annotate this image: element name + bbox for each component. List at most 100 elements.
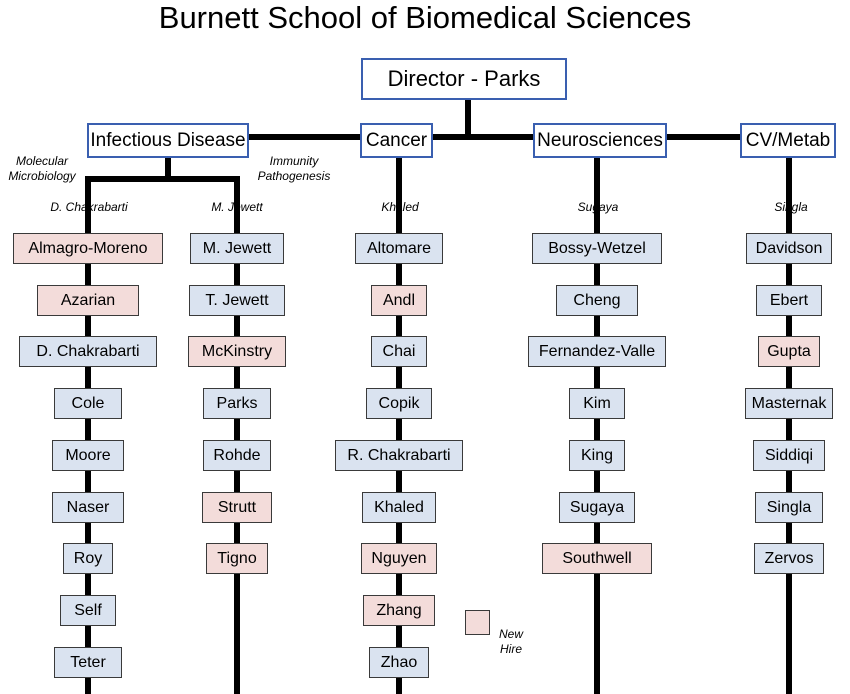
cancer-trunk	[396, 158, 402, 694]
member-name: Cole	[71, 394, 105, 412]
member-name: Masternak	[751, 394, 827, 412]
member-box-molecular: Almagro-Moreno	[13, 233, 163, 264]
member-box-cvmetab: Siddiqi	[753, 440, 825, 471]
member-name: M. Jewett	[202, 239, 272, 257]
page-title: Burnett School of Biomedical Sciences	[158, 0, 692, 35]
member-box-cancer: Andl	[371, 285, 427, 316]
member-box-neuro: Sugaya	[559, 492, 635, 523]
member-name: McKinstry	[201, 342, 273, 360]
member-name: Khaled	[374, 498, 424, 516]
member-name: Moore	[65, 446, 111, 464]
member-box-neuro: Cheng	[556, 285, 638, 316]
member-box-neuro: Fernandez-Valle	[528, 336, 666, 367]
director-box: Director - Parks	[361, 58, 567, 100]
member-name: Cheng	[573, 291, 621, 309]
member-name: T. Jewett	[205, 291, 269, 309]
member-box-immunity: Rohde	[203, 440, 271, 471]
cvmetab-trunk	[786, 158, 792, 694]
subdivision-label: Molecular Microbiology	[8, 154, 76, 183]
dept-infectious-disease: Infectious Disease	[87, 123, 249, 158]
head-cancer: Khaled	[381, 200, 419, 214]
member-name: Naser	[66, 498, 110, 516]
member-box-molecular: Roy	[63, 543, 113, 574]
member-box-immunity: McKinstry	[188, 336, 286, 367]
dept-neurosciences: Neurosciences	[533, 123, 667, 158]
member-box-cvmetab: Davidson	[746, 233, 832, 264]
member-box-molecular: Teter	[54, 647, 122, 678]
subdivision-molecular-microbiology: Molecular Microbiology	[0, 154, 84, 184]
member-name: Zhao	[380, 653, 418, 671]
member-box-cancer: R. Chakrabarti	[335, 440, 463, 471]
member-box-neuro: Southwell	[542, 543, 652, 574]
member-name: Sugaya	[569, 498, 625, 516]
legend-label: New Hire	[493, 627, 529, 657]
member-name: Altomare	[366, 239, 432, 257]
member-name: Chai	[382, 342, 416, 360]
member-box-immunity: T. Jewett	[189, 285, 285, 316]
head-immunity: M. Jewett	[211, 200, 263, 214]
head-molecular: D. Chakrabarti	[50, 200, 128, 214]
member-name: Southwell	[562, 549, 632, 567]
member-box-immunity: M. Jewett	[190, 233, 284, 264]
neuro-trunk	[594, 158, 600, 694]
member-name: Singla	[766, 498, 812, 516]
member-box-immunity: Strutt	[202, 492, 272, 523]
subdivision-immunity-pathogenesis: Immunity Pathogenesis	[250, 154, 338, 184]
member-name: Zervos	[764, 549, 814, 567]
infectious-connector	[165, 155, 171, 179]
member-box-molecular: Self	[60, 595, 116, 626]
member-name: Parks	[216, 394, 258, 412]
member-name: Ebert	[769, 291, 809, 309]
member-name: Andl	[382, 291, 416, 309]
member-name: Copik	[378, 394, 420, 412]
member-box-cancer: Chai	[371, 336, 427, 367]
member-box-molecular: Moore	[52, 440, 124, 471]
member-box-cvmetab: Gupta	[758, 336, 820, 367]
member-name: Bossy-Wetzel	[548, 239, 646, 257]
member-name: Nguyen	[371, 549, 427, 567]
member-name: Tigno	[217, 549, 257, 567]
director-connector	[465, 99, 471, 136]
member-box-cancer: Copik	[366, 388, 432, 419]
member-box-neuro: King	[569, 440, 625, 471]
member-name: Teter	[70, 653, 106, 671]
subdivision-connector	[85, 176, 240, 182]
member-box-cancer: Altomare	[355, 233, 443, 264]
legend-new-hire-swatch	[465, 610, 490, 635]
member-name: Fernandez-Valle	[538, 342, 656, 360]
dept-cv-metab: CV/Metab	[740, 123, 836, 158]
member-box-molecular: Cole	[54, 388, 122, 419]
member-box-molecular: Naser	[52, 492, 124, 523]
member-name: Rohde	[213, 446, 261, 464]
member-box-neuro: Kim	[569, 388, 625, 419]
member-box-cancer: Zhao	[369, 647, 429, 678]
member-box-neuro: Bossy-Wetzel	[532, 233, 662, 264]
member-name: D. Chakrabarti	[36, 342, 140, 360]
immunity-trunk	[234, 176, 240, 694]
dept-cancer: Cancer	[360, 123, 433, 158]
member-box-cvmetab: Ebert	[756, 285, 822, 316]
member-name: Gupta	[767, 342, 811, 360]
member-box-molecular: Azarian	[37, 285, 139, 316]
member-box-immunity: Tigno	[206, 543, 268, 574]
member-name: Azarian	[60, 291, 116, 309]
member-name: Zhang	[376, 601, 422, 619]
department-connector	[248, 134, 740, 140]
member-box-immunity: Parks	[203, 388, 271, 419]
member-name: King	[580, 446, 614, 464]
head-cvmetab: Singla	[774, 200, 808, 214]
member-name: Kim	[583, 394, 611, 412]
legend-text: New Hire	[498, 627, 523, 656]
member-box-molecular: D. Chakrabarti	[19, 336, 157, 367]
member-name: Almagro-Moreno	[28, 239, 148, 257]
member-box-cancer: Zhang	[363, 595, 435, 626]
member-name: Strutt	[217, 498, 257, 516]
member-box-cancer: Nguyen	[361, 543, 437, 574]
member-box-cvmetab: Zervos	[754, 543, 824, 574]
subdivision-label: Immunity Pathogenesis	[257, 154, 331, 183]
member-name: Siddiqi	[764, 446, 814, 464]
member-name: Roy	[73, 549, 103, 567]
member-name: Self	[74, 601, 102, 619]
member-box-cvmetab: Singla	[755, 492, 823, 523]
member-box-cancer: Khaled	[362, 492, 436, 523]
